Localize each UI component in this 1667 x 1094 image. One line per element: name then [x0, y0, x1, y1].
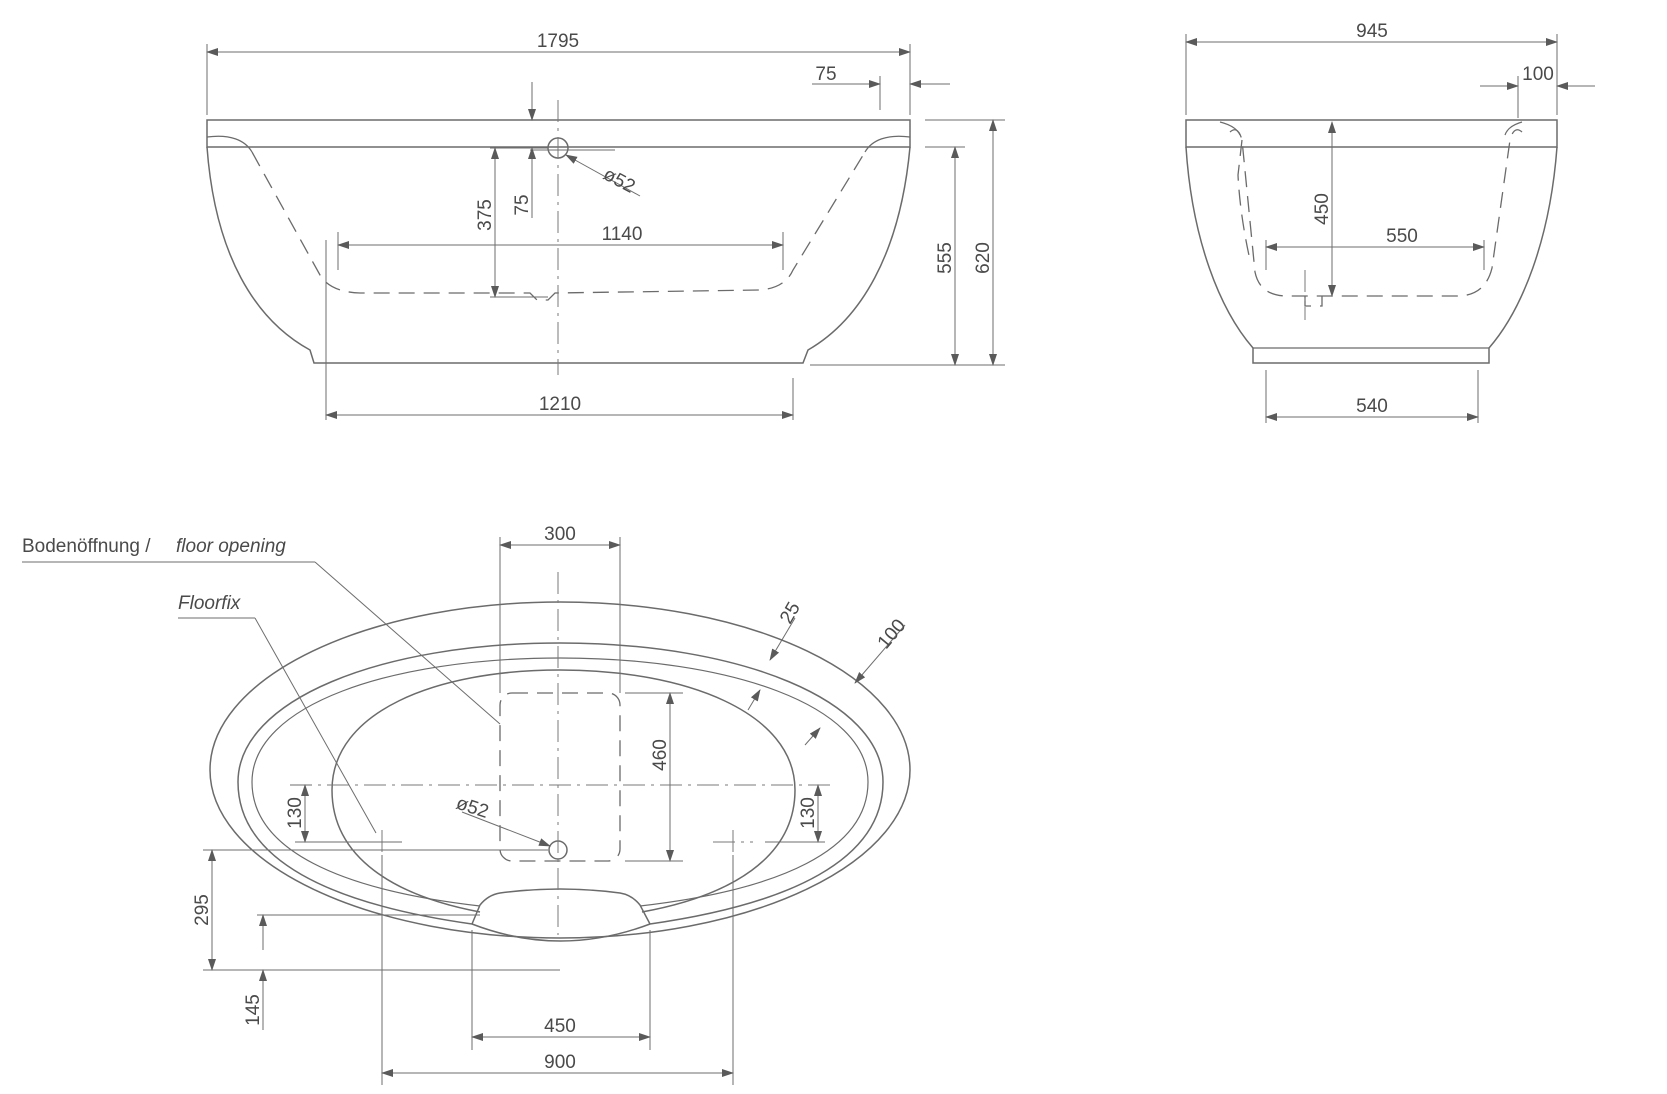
top-outer-edge: [209, 601, 911, 939]
dim-inner-length-label: 1140: [602, 224, 643, 245]
side-view: 945 100 450 550 540: [1185, 21, 1595, 423]
top-rim-inner-second: [251, 657, 869, 907]
overflow-diameter-leader: [565, 154, 641, 197]
front-inner-corner-left: [206, 135, 253, 153]
side-inner-corner-left: [1219, 121, 1241, 136]
floor-opening-hidden: [499, 692, 621, 862]
dim-rim-width-2-inner: [804, 727, 821, 746]
dim-fix-offset-left-label: 130: [285, 797, 306, 829]
dim-inner-depth-label: 450: [1312, 193, 1333, 225]
label-floorfix: Floorfix: [178, 593, 242, 614]
dim-overflow-offset-label: 75: [512, 194, 533, 215]
dim-rim-width-1-label: 25: [776, 599, 805, 628]
drain-diameter-label: ø52: [453, 793, 491, 823]
top-rim-inner: [237, 642, 884, 925]
front-inner-corner-right: [864, 135, 911, 153]
dim-fix-spacing-label: 900: [544, 1052, 576, 1073]
label-floor-opening-en: floor opening: [176, 536, 286, 557]
dim-inner-width-label: 550: [1386, 226, 1418, 247]
side-rim: [1185, 119, 1558, 148]
overflow-diameter-label: ø52: [600, 164, 639, 198]
dim-rim-offset-label: 75: [815, 64, 836, 85]
dim-rim-width-1-outer: [769, 617, 796, 661]
dim-length-label: 1795: [537, 31, 579, 52]
top-recess-outer: [471, 923, 651, 942]
dim-width-label: 945: [1356, 21, 1388, 42]
dim-inner-height-label: 555: [935, 242, 956, 274]
drain-diameter-leader: [461, 811, 551, 847]
label-floorfix-leader: [254, 617, 377, 834]
dim-opening-width-label: 300: [544, 524, 576, 545]
side-hidden-inner-wall: [1237, 139, 1251, 261]
dim-opening-length-label: 460: [650, 739, 671, 771]
dim-side-rim-label: 100: [1522, 64, 1554, 85]
front-hidden-inner-tub: [251, 151, 866, 301]
dim-rim-width-2-outer: [854, 624, 906, 684]
side-hidden-inner-tub: [1229, 129, 1523, 297]
dim-base-length-label: 1210: [539, 394, 581, 415]
dim-fix-offset-right-label: 130: [798, 797, 819, 829]
dim-rim-width-2-label: 100: [874, 615, 910, 653]
label-floor-opening-leader: [314, 561, 501, 725]
label-floor-opening-de: Bodenöffnung /: [22, 536, 151, 557]
dim-recess-depth-label: 145: [243, 994, 264, 1026]
dim-rim-width-1-inner: [747, 689, 761, 711]
dim-overflow-height-label: 375: [475, 199, 496, 231]
dim-drain-to-edge-label: 295: [192, 894, 213, 926]
side-inner-corner-right: [1504, 121, 1523, 136]
side-hidden-drain: [1304, 296, 1323, 307]
dim-base-width-label: 540: [1356, 396, 1388, 417]
dim-recess-width-label: 450: [544, 1016, 576, 1037]
dim-total-height-label: 620: [973, 242, 994, 274]
top-tub-floor-edge: [331, 669, 796, 913]
front-view: 1795 75 75 375 ø52 1140 1210 555 620: [206, 31, 1005, 420]
top-recess-inner: [471, 888, 651, 925]
top-view: Bodenöffnung / floor opening Floorfix 30…: [22, 524, 911, 1085]
side-body-outline: [1185, 146, 1558, 364]
